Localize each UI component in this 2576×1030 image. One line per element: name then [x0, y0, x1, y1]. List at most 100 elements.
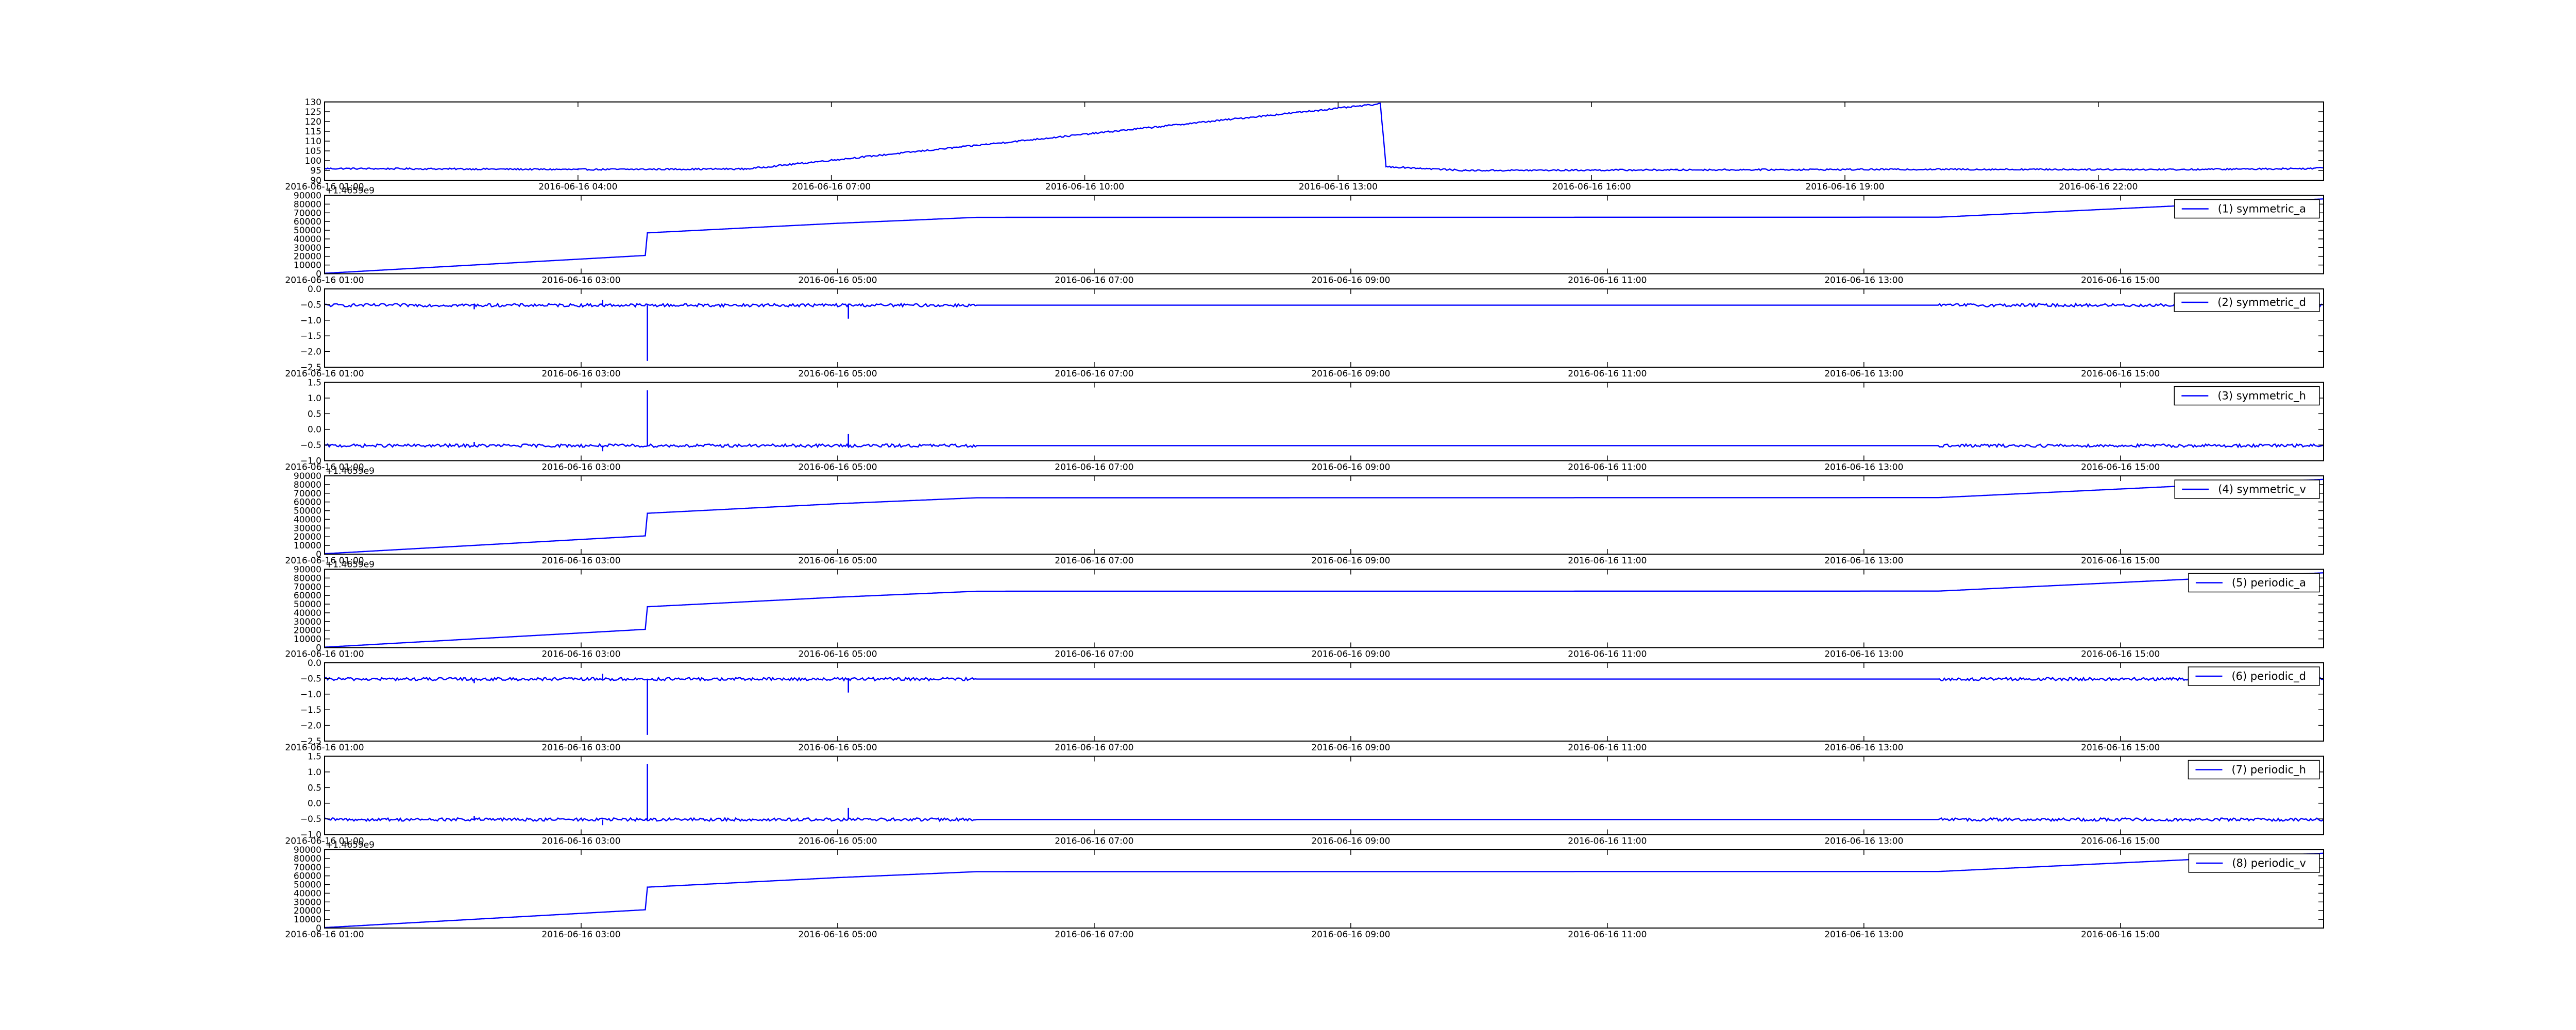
y-tick-label: 0.0: [308, 799, 321, 809]
y-tick-label: 20000: [294, 626, 321, 636]
y-tick-label: 0: [316, 923, 321, 934]
x-tick-label: 2016-06-16 01:00: [285, 556, 364, 566]
x-tick-label: 2016-06-16 09:00: [1311, 649, 1390, 660]
legend-label: (1) symmetric_a: [2218, 203, 2306, 216]
x-offset-label: +1.4659e9: [326, 466, 375, 476]
x-tick-label: 2016-06-16 05:00: [798, 743, 877, 753]
y-tick-label: −0.5: [300, 440, 321, 451]
series-line: [324, 816, 2324, 822]
y-tick-label: 80000: [294, 199, 321, 210]
y-tick-label: 10000: [294, 541, 321, 551]
x-tick-label: 2016-06-16 13:00: [1824, 276, 1903, 286]
x-tick-label: 2016-06-16 11:00: [1568, 556, 1647, 566]
x-tick-label: 2016-06-16 11:00: [1568, 462, 1647, 473]
x-tick-label: 2016-06-16 07:00: [1055, 276, 1133, 286]
x-tick-label: 2016-06-16 07:00: [1055, 556, 1133, 566]
legend: (5) periodic_a: [2188, 573, 2320, 593]
axes-frame: [324, 569, 2324, 648]
x-tick-label: 2016-06-16 07:00: [1055, 649, 1133, 660]
subplot-9: 0100002000030000400005000060000700008000…: [285, 840, 2324, 940]
y-tick-label: −2.5: [300, 736, 321, 747]
x-tick-label: 2016-06-16 09:00: [1311, 836, 1390, 847]
x-tick-label: 2016-06-16 11:00: [1568, 276, 1647, 286]
subplot-2: 0100002000030000400005000060000700008000…: [285, 186, 2324, 286]
legend-label: (6) periodic_d: [2231, 670, 2306, 683]
legend: (1) symmetric_a: [2174, 199, 2320, 219]
y-tick-label: 0: [316, 269, 321, 280]
y-tick-label: 70000: [294, 863, 321, 873]
x-tick-label: 2016-06-16 01:00: [285, 930, 364, 940]
y-tick-label: 30000: [294, 523, 321, 534]
axes-frame: [324, 288, 2324, 368]
x-tick-label: 2016-06-16 15:00: [2081, 276, 2160, 286]
legend: (6) periodic_d: [2188, 666, 2320, 686]
y-tick-label: 60000: [294, 217, 321, 227]
x-tick-label: 2016-06-16 13:00: [1824, 649, 1903, 660]
y-tick-label: 20000: [294, 906, 321, 916]
x-offset-label: +1.4659e9: [326, 840, 375, 850]
y-tick-label: 30000: [294, 617, 321, 627]
y-tick-label: 80000: [294, 480, 321, 490]
y-tick-label: −1.5: [300, 705, 321, 715]
y-tick-label: 90000: [294, 191, 321, 201]
y-tick-label: 100: [305, 156, 321, 166]
x-tick-label: 2016-06-16 15:00: [2081, 462, 2160, 473]
y-tick-label: 50000: [294, 599, 321, 610]
y-tick-label: −1.0: [300, 316, 321, 326]
x-tick-label: 2016-06-16 22:00: [2059, 182, 2138, 192]
x-tick-label: 2016-06-16 03:00: [541, 369, 620, 379]
x-tick-label: 2016-06-16 05:00: [798, 556, 877, 566]
y-tick-label: 0: [316, 643, 321, 654]
y-tick-label: 1.0: [308, 393, 321, 404]
x-offset-label: +1.4659e9: [326, 560, 375, 570]
y-tick-label: 0.5: [308, 409, 321, 419]
x-tick-label: 2016-06-16 07:00: [1055, 836, 1133, 847]
y-tick-label: 20000: [294, 252, 321, 262]
y-tick-label: 10000: [294, 261, 321, 271]
y-tick-label: −1.0: [300, 456, 321, 467]
x-tick-label: 2016-06-16 13:00: [1299, 182, 1378, 192]
y-tick-label: 50000: [294, 226, 321, 236]
y-tick-label: 105: [305, 146, 321, 157]
subplot-6: 0100002000030000400005000060000700008000…: [285, 560, 2324, 660]
y-tick-label: 80000: [294, 573, 321, 583]
x-tick-label: 2016-06-16 01:00: [285, 462, 364, 473]
x-tick-label: 2016-06-16 07:00: [1055, 462, 1133, 473]
y-tick-label: 115: [305, 127, 321, 137]
x-tick-label: 2016-06-16 15:00: [2081, 649, 2160, 660]
y-tick-label: −2.5: [300, 363, 321, 373]
x-tick-label: 2016-06-16 04:00: [538, 182, 617, 192]
series-line: [324, 478, 2324, 555]
y-tick-label: −0.5: [300, 814, 321, 825]
axes-frame: [324, 662, 2324, 742]
y-tick-label: 0.0: [308, 425, 321, 435]
y-tick-label: 1.5: [308, 752, 321, 762]
x-tick-label: 2016-06-16 09:00: [1311, 930, 1390, 940]
y-tick-label: 90000: [294, 845, 321, 855]
y-tick-label: 70000: [294, 208, 321, 218]
x-tick-label: 2016-06-16 05:00: [798, 369, 877, 379]
series-line: [324, 572, 2324, 648]
x-tick-label: 2016-06-16 13:00: [1824, 369, 1903, 379]
x-tick-label: 2016-06-16 13:00: [1824, 743, 1903, 753]
x-tick-label: 2016-06-16 13:00: [1824, 462, 1903, 473]
legend-label: (5) periodic_a: [2232, 577, 2306, 590]
x-tick-label: 2016-06-16 03:00: [541, 556, 620, 566]
x-tick-label: 2016-06-16 11:00: [1568, 743, 1647, 753]
x-tick-label: 2016-06-16 07:00: [792, 182, 871, 192]
y-tick-label: 50000: [294, 880, 321, 890]
x-tick-label: 2016-06-16 15:00: [2081, 836, 2160, 847]
axes-frame: [324, 475, 2324, 555]
y-tick-label: 110: [305, 136, 321, 147]
axes-frame: [324, 756, 2324, 835]
series-line: [324, 302, 2324, 308]
legend-box: [2188, 666, 2320, 686]
y-tick-label: 70000: [294, 489, 321, 499]
y-tick-label: −0.5: [300, 300, 321, 310]
x-tick-label: 2016-06-16 15:00: [2081, 930, 2160, 940]
axes-frame: [324, 195, 2324, 274]
